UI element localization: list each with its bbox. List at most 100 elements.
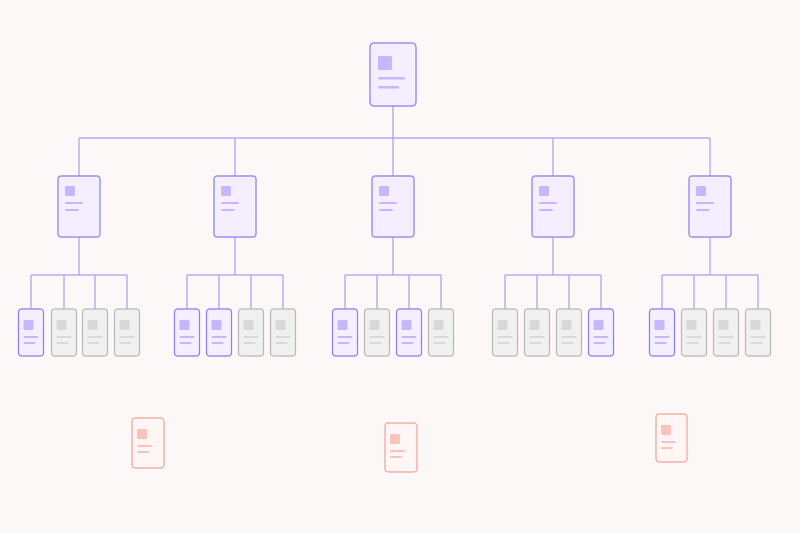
- thumbnail-icon: [23, 320, 34, 330]
- leaf-page-node-4-4[interactable]: [587, 308, 615, 357]
- text-line: [275, 342, 288, 344]
- thumbnail-icon: [379, 186, 389, 196]
- thumbnail-icon: [718, 320, 729, 330]
- text-line: [433, 336, 449, 338]
- branch-page-node-2[interactable]: [213, 175, 257, 238]
- thumbnail-icon: [65, 186, 75, 196]
- text-line: [654, 342, 667, 344]
- connector-lines: [30, 106, 759, 309]
- page-nodes: [17, 42, 772, 473]
- text-line: [137, 445, 152, 447]
- branch-page-node-3[interactable]: [371, 175, 415, 238]
- text-line: [221, 202, 239, 204]
- page-frame: [648, 308, 676, 357]
- page-frame: [395, 308, 423, 357]
- text-line: [686, 336, 702, 338]
- leaf-page-node-5-2[interactable]: [680, 308, 708, 357]
- text-line: [243, 336, 259, 338]
- thumbnail-icon: [661, 425, 671, 435]
- text-line: [390, 450, 405, 452]
- text-line: [137, 451, 149, 453]
- text-line: [561, 342, 574, 344]
- text-line: [275, 336, 291, 338]
- thumbnail-icon: [211, 320, 222, 330]
- leaf-page-node-1-2[interactable]: [50, 308, 78, 357]
- leaf-page-node-1-3[interactable]: [81, 308, 109, 357]
- branch-page-node-5[interactable]: [688, 175, 732, 238]
- text-line: [369, 336, 385, 338]
- text-line: [529, 342, 542, 344]
- page-frame: [655, 413, 688, 463]
- page-frame: [587, 308, 615, 357]
- page-frame: [173, 308, 201, 357]
- text-line: [211, 336, 227, 338]
- text-line: [221, 209, 235, 211]
- page-frame: [491, 308, 519, 357]
- page-frame: [237, 308, 265, 357]
- text-line: [661, 447, 673, 449]
- thumbnail-icon: [119, 320, 130, 330]
- thumbnail-icon: [390, 434, 400, 444]
- text-line: [379, 202, 397, 204]
- page-frame: [384, 422, 418, 473]
- leaf-page-node-3-4[interactable]: [427, 308, 455, 357]
- page-frame: [113, 308, 141, 357]
- leaf-page-node-2-1[interactable]: [173, 308, 201, 357]
- text-line: [56, 336, 72, 338]
- page-frame: [17, 308, 45, 357]
- text-line: [593, 342, 606, 344]
- thumbnail-icon: [696, 186, 706, 196]
- text-line: [593, 336, 609, 338]
- text-line: [211, 342, 224, 344]
- thumbnail-icon: [497, 320, 508, 330]
- thumbnail-icon: [686, 320, 697, 330]
- root-page-node[interactable]: [369, 42, 417, 107]
- thumbnail-icon: [369, 320, 380, 330]
- thumbnail-icon: [561, 320, 572, 330]
- leaf-page-node-1-1[interactable]: [17, 308, 45, 357]
- page-frame: [331, 308, 359, 357]
- page-frame: [531, 175, 575, 238]
- leaf-page-node-4-1[interactable]: [491, 308, 519, 357]
- leaf-page-node-5-4[interactable]: [744, 308, 772, 357]
- text-line: [401, 336, 417, 338]
- leaf-page-node-2-3[interactable]: [237, 308, 265, 357]
- leaf-page-node-5-1[interactable]: [648, 308, 676, 357]
- text-line: [497, 336, 513, 338]
- leaf-page-node-4-2[interactable]: [523, 308, 551, 357]
- orphan-page-node-1[interactable]: [131, 417, 165, 469]
- text-line: [529, 336, 545, 338]
- orphan-page-node-3[interactable]: [655, 413, 688, 463]
- text-line: [497, 342, 510, 344]
- leaf-page-node-2-4[interactable]: [269, 308, 297, 357]
- text-line: [65, 209, 79, 211]
- leaf-page-node-4-3[interactable]: [555, 308, 583, 357]
- leaf-page-node-1-4[interactable]: [113, 308, 141, 357]
- leaf-page-node-5-3[interactable]: [712, 308, 740, 357]
- text-line: [65, 202, 83, 204]
- leaf-page-node-3-3[interactable]: [395, 308, 423, 357]
- page-frame: [523, 308, 551, 357]
- leaf-page-node-3-2[interactable]: [363, 308, 391, 357]
- text-line: [696, 209, 710, 211]
- branch-page-node-4[interactable]: [531, 175, 575, 238]
- text-line: [337, 342, 350, 344]
- text-line: [87, 342, 100, 344]
- text-line: [23, 336, 39, 338]
- thumbnail-icon: [593, 320, 604, 330]
- thumbnail-icon: [243, 320, 254, 330]
- text-line: [119, 342, 132, 344]
- thumbnail-icon: [275, 320, 286, 330]
- leaf-page-node-3-1[interactable]: [331, 308, 359, 357]
- page-frame: [81, 308, 109, 357]
- page-frame: [680, 308, 708, 357]
- leaf-page-node-2-2[interactable]: [205, 308, 233, 357]
- thumbnail-icon: [337, 320, 348, 330]
- text-line: [433, 342, 446, 344]
- page-frame: [131, 417, 165, 469]
- page-frame: [363, 308, 391, 357]
- orphan-page-node-2[interactable]: [384, 422, 418, 473]
- branch-page-node-1[interactable]: [57, 175, 101, 238]
